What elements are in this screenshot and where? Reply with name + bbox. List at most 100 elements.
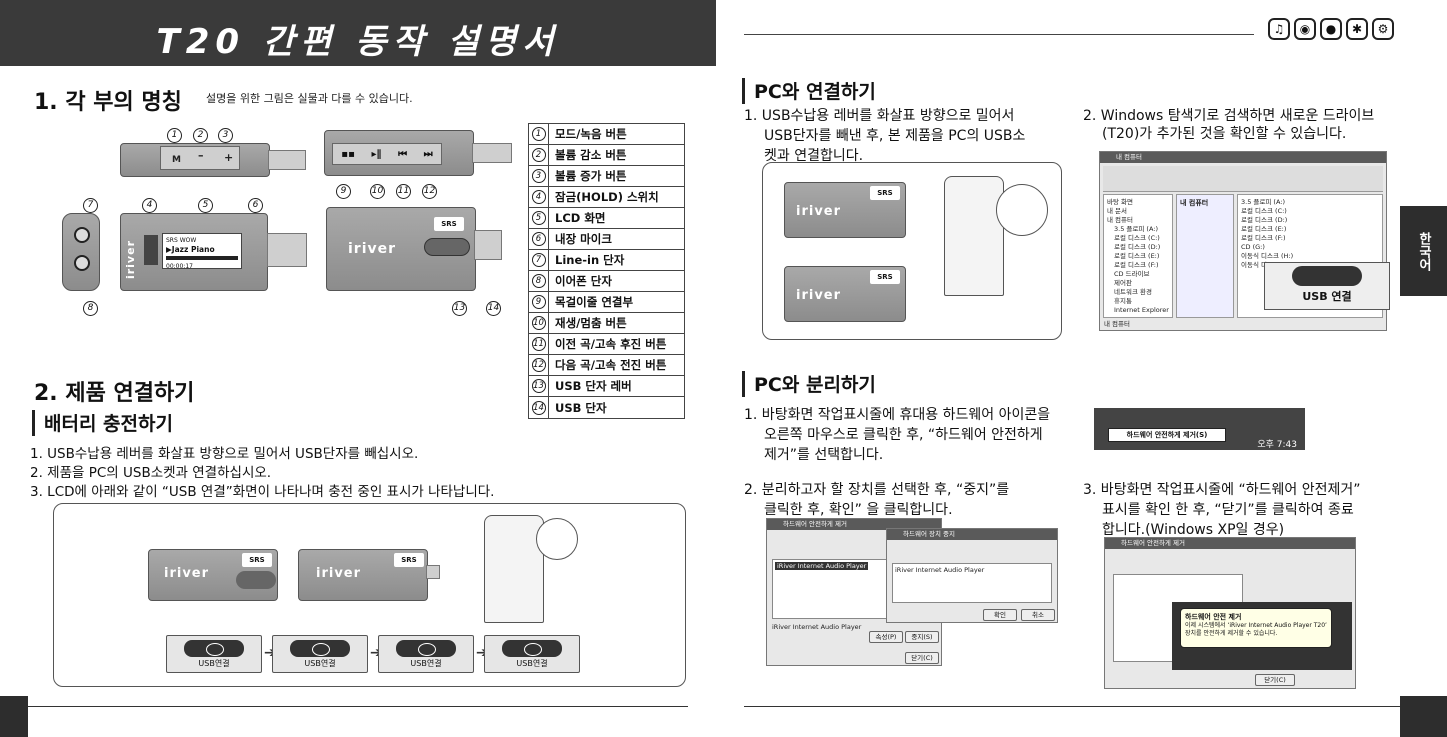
usb-connect-state-2: USB연결 (272, 635, 368, 673)
usb-plug-back (472, 143, 512, 163)
page-gutter (716, 0, 724, 737)
taskbar-screenshot: 하드웨어 안전하게 제거(S) 오후 7:43 (1094, 408, 1305, 450)
xp-dialog-title: 하드웨어 안전하게 제거 (1105, 538, 1355, 549)
connect-port-zoom (996, 184, 1048, 236)
taskbar-clock: 오후 7:43 (1257, 440, 1297, 450)
legend-number: 4 (529, 187, 549, 207)
tree-item[interactable]: 로컬 디스크 (F:) (1114, 261, 1159, 269)
callout-6: 6 (248, 192, 263, 213)
callout-11: 11 (396, 178, 411, 199)
connect-step2-line2: (T20)가 추가된 것을 확인할 수 있습니다. (1102, 126, 1347, 142)
control-buttons: ▪▪ ▸∥ ⏮ ⏭ (332, 143, 442, 165)
section2-subheading: 배터리 충전하기 (32, 409, 173, 436)
disconnect-heading: PC와 분리하기 (742, 370, 876, 397)
tree-item[interactable]: 내 컴퓨터 (1107, 216, 1133, 224)
file-item[interactable]: 로컬 디스크 (F:) (1241, 234, 1286, 242)
legend-row: 2 볼륨 감소 버튼 (529, 145, 684, 166)
device-lcd: SRS WOW ▶Jazz Piano 00:00:17 (162, 233, 242, 270)
usb-icon (290, 640, 350, 657)
disconnect-heading-text: PC와 분리하기 (754, 374, 876, 396)
cancel-button[interactable]: 취소 (1021, 609, 1055, 621)
legend-label: 볼륨 감소 버튼 (555, 148, 627, 162)
settings-icon: ✱ (1346, 18, 1368, 40)
tree-item[interactable]: 로컬 디스크 (C:) (1114, 234, 1160, 242)
usb-connect-state-3: USB연결 (378, 635, 474, 673)
file-item[interactable]: 로컬 디스크 (D:) (1241, 216, 1288, 224)
device-list-item[interactable]: iRiver Internet Audio Player (775, 562, 869, 570)
legend-label: 재생/멈춤 버튼 (555, 316, 627, 330)
connect-step2-line1: 2. Windows 탐색기로 검색하면 새로운 드라이브 (1083, 108, 1375, 124)
usb-icon (396, 640, 456, 657)
left-footer-line (28, 706, 688, 707)
legend-label: 모드/녹음 버튼 (555, 127, 627, 141)
tree-item[interactable]: 내 문서 (1107, 207, 1128, 215)
tree-item[interactable]: 휴지통 (1114, 297, 1132, 305)
legend-label: 다음 곡/고속 전진 버튼 (555, 358, 667, 372)
usb-connect-badge: USB 연결 (1264, 262, 1390, 310)
xp-close-button[interactable]: 닫기(C) (1255, 674, 1295, 686)
heading-bar (742, 77, 745, 104)
legend-number: 1 (529, 124, 549, 144)
close-button[interactable]: 닫기(C) (905, 652, 939, 664)
legend-label: LCD 화면 (555, 211, 606, 225)
disconnect-step1-line3: 제거”를 선택합니다. (764, 447, 884, 463)
connect-step1-line3: 켓과 연결합니다. (764, 148, 864, 164)
stop-device-list: iRiver Internet Audio Player (892, 563, 1052, 603)
file-item[interactable]: CD (G:) (1241, 243, 1265, 251)
connect-device-2-srs: SRS (870, 270, 900, 284)
explorer-title: 내 컴퓨터 (1100, 152, 1386, 163)
device-list: iRiver Internet Audio Player (772, 559, 892, 619)
charge-device-1-lever (236, 571, 276, 589)
legend-number: 12 (529, 355, 549, 375)
page-title: T20 간편 동작 설명서 (156, 22, 560, 62)
tree-item[interactable]: 로컬 디스크 (D:) (1114, 243, 1161, 251)
arrow-right-icon: ➔ (264, 645, 276, 661)
section1-note: 설명을 위한 그림은 실물과 다를 수 있습니다. (206, 92, 413, 105)
tree-item[interactable]: 3.5 플로피 (A:) (1114, 225, 1159, 233)
file-item[interactable]: 로컬 디스크 (E:) (1241, 225, 1287, 233)
plus-glyph: + (224, 151, 234, 164)
lcd-track: Jazz Piano (171, 245, 215, 254)
linein-jack (74, 227, 90, 243)
tree-item[interactable]: CD 드라이브 (1114, 270, 1150, 278)
earphone-jack (74, 255, 90, 271)
usb-port-zoom (536, 518, 578, 560)
callout-8: 8 (83, 295, 98, 316)
stop-button[interactable]: 중지(S) (905, 631, 939, 643)
disconnect-step3-line3: 합니다.(Windows XP일 경우) (1102, 522, 1285, 538)
tree-item[interactable]: Internet Explorer (1114, 306, 1169, 314)
subheading-bar (32, 409, 35, 436)
legend-number: 2 (529, 145, 549, 165)
safely-remove-menu-item[interactable]: 하드웨어 안전하게 제거(S) (1108, 428, 1226, 442)
tree-item[interactable]: 네트워크 환경 (1114, 288, 1152, 296)
file-item[interactable]: 이동식 디스크 (H:) (1241, 252, 1294, 260)
callout-1: 1 (167, 122, 182, 143)
disconnect-step3-line2: 표시를 확인 한 후, “닫기”를 클릭하여 종료 (1102, 502, 1354, 518)
stop-device-dialog: 하드웨어 장치 중지 iRiver Internet Audio Player … (886, 528, 1058, 623)
legend-number: 11 (529, 334, 549, 354)
heading-bar (742, 370, 745, 397)
tree-item[interactable]: 로컬 디스크 (E:) (1114, 252, 1160, 260)
tree-item[interactable]: 바탕 화면 (1107, 198, 1133, 206)
legend-row: 4 잠금(HOLD) 스위치 (529, 187, 684, 208)
tree-item[interactable]: 제어판 (1114, 279, 1132, 287)
legend-number: 13 (529, 376, 549, 396)
charge-device-2-srs: SRS (394, 553, 424, 567)
explorer-toolbar (1103, 166, 1383, 192)
charge-device-2-plug (426, 565, 440, 579)
callout-5: 5 (198, 192, 213, 213)
properties-button[interactable]: 속성(P) (869, 631, 903, 643)
balloon-title: 하드웨어 안전 제거 (1185, 613, 1242, 621)
section2-heading: 2. 제품 연결하기 (34, 381, 195, 406)
file-item[interactable]: 로컬 디스크 (C:) (1241, 207, 1287, 215)
legend-row: 12 다음 곡/고속 전진 버튼 (529, 355, 684, 376)
file-item[interactable]: 3.5 플로피 (A:) (1241, 198, 1286, 206)
ok-button[interactable]: 확인 (983, 609, 1017, 621)
language-tab: 한국어 (1400, 206, 1447, 296)
legend-label: 잠금(HOLD) 스위치 (555, 190, 659, 204)
